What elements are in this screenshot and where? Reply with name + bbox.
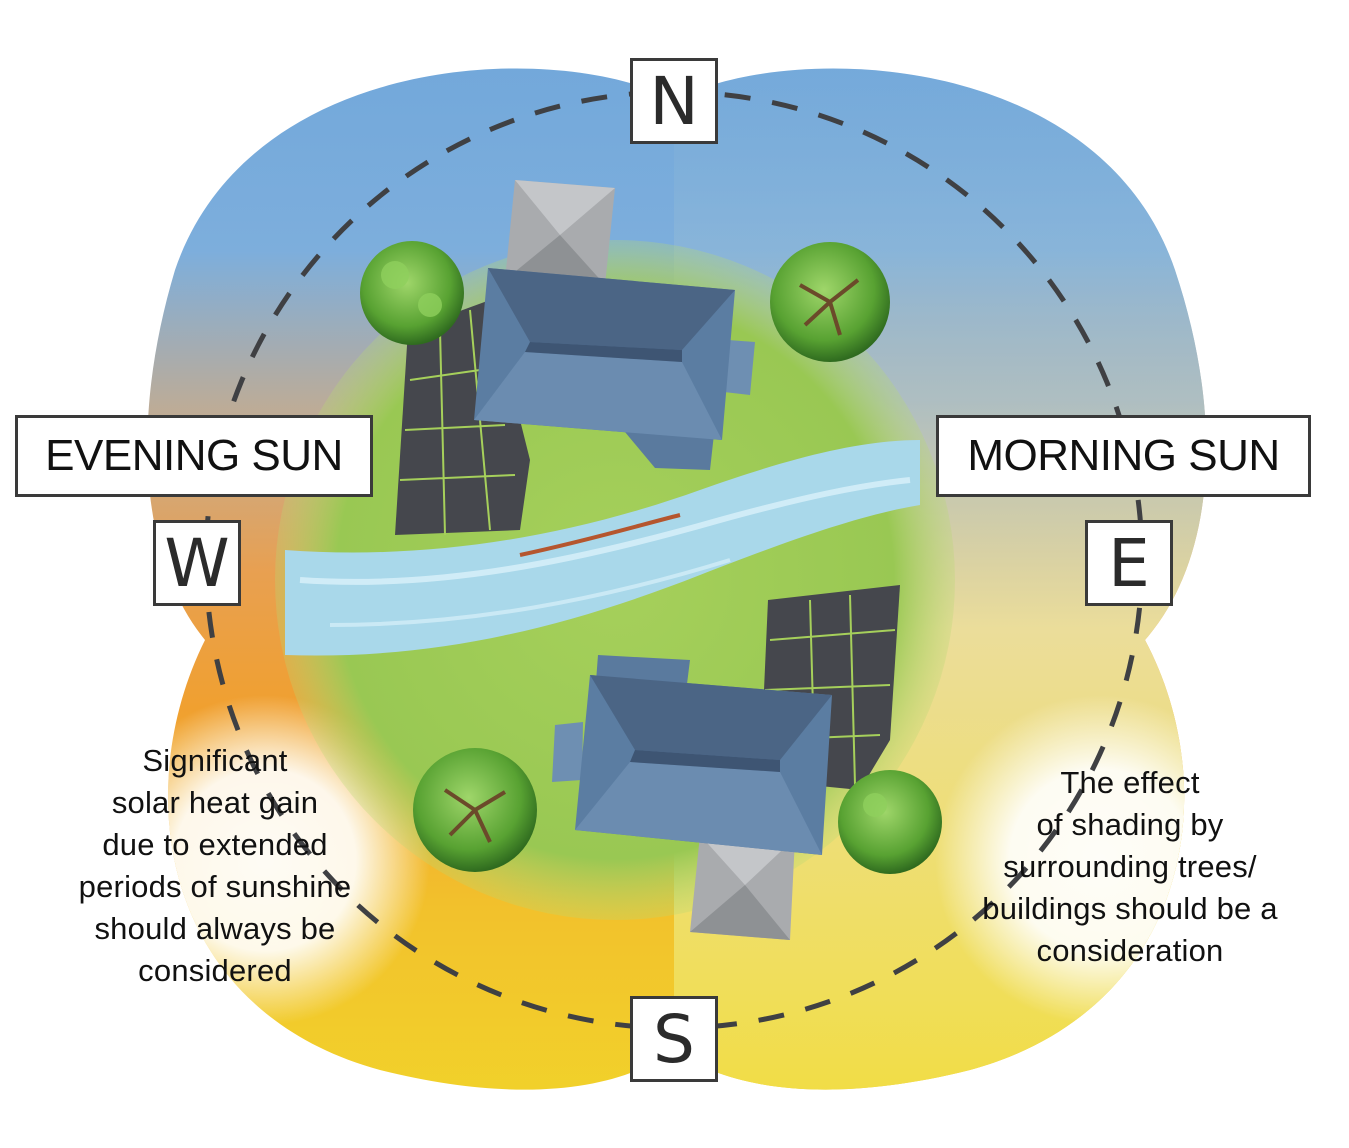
house-icon	[552, 655, 832, 940]
morning-sun-label: MORNING SUN	[936, 415, 1311, 497]
compass-west-label: W	[164, 524, 230, 602]
east-note: The effect of shading by surrounding tre…	[945, 762, 1315, 972]
morning-sun-text: MORNING SUN	[967, 431, 1280, 480]
house-icon	[474, 180, 755, 470]
compass-north: N	[630, 58, 718, 144]
tree-icon	[770, 242, 890, 362]
compass-south: S	[630, 996, 718, 1082]
west-note-line: due to extended	[102, 827, 328, 862]
west-note-line: considered	[138, 953, 292, 988]
east-note-line: buildings should be a	[982, 891, 1278, 926]
east-note-line: surrounding trees/	[1003, 849, 1257, 884]
west-note-line: should always be	[94, 911, 336, 946]
compass-east: E	[1085, 520, 1173, 606]
east-note-line: of shading by	[1036, 807, 1224, 842]
east-note-line: The effect	[1060, 765, 1200, 800]
evening-sun-text: EVENING SUN	[45, 431, 343, 480]
west-note: Significant solar heat gain due to exten…	[40, 740, 390, 992]
compass-west: W	[153, 520, 241, 606]
west-note-line: Significant	[142, 743, 288, 778]
river-icon	[285, 440, 920, 656]
evening-sun-label: EVENING SUN	[15, 415, 373, 497]
east-note-line: consideration	[1036, 933, 1224, 968]
compass-north-label: N	[649, 62, 699, 140]
west-note-line: solar heat gain	[111, 785, 319, 820]
west-note-line: periods of sunshine	[78, 869, 352, 904]
compass-south-label: S	[653, 1000, 695, 1078]
tree-icon	[413, 748, 537, 872]
compass-east-label: E	[1108, 524, 1150, 602]
tree-icon	[360, 241, 464, 345]
tree-icon	[838, 770, 942, 874]
